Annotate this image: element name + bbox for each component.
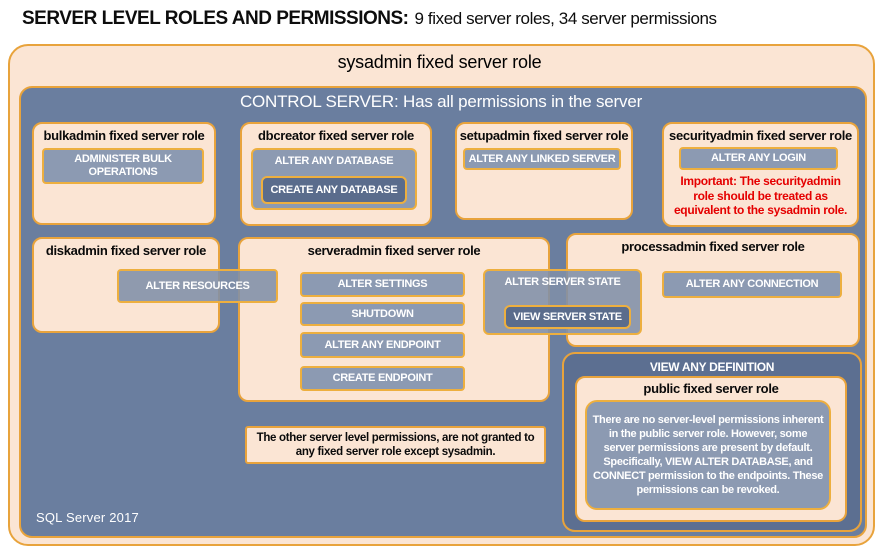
dbcreator-role-box: dbcreator fixed server role ALTER ANY DA… [240, 122, 432, 226]
bulkadmin-role-title: bulkadmin fixed server role [43, 128, 205, 143]
permission-alter-any-database-label: ALTER ANY DATABASE [274, 155, 394, 167]
page-title-main: SERVER LEVEL ROLES AND PERMISSIONS: [22, 8, 409, 29]
permission-alter-any-login: ALTER ANY LOGIN [679, 147, 838, 170]
permission-view-server-state: VIEW SERVER STATE [504, 305, 631, 329]
dbcreator-role-title: dbcreator fixed server role [258, 128, 414, 143]
public-role-box: public fixed server role There are no se… [575, 376, 847, 522]
permission-alter-any-linked-server: ALTER ANY LINKED SERVER [463, 148, 621, 170]
securityadmin-role-box: securityadmin fixed server role ALTER AN… [662, 122, 859, 227]
permission-administer-bulk-operations: ADMINISTER BULK OPERATIONS [42, 148, 204, 184]
permission-alter-any-connection: ALTER ANY CONNECTION [662, 271, 842, 298]
page-title-subtitle: 9 fixed server roles, 34 server permissi… [414, 9, 718, 28]
footnote-box: The other server level permissions, are … [245, 426, 546, 464]
setupadmin-role-box: setupadmin fixed server role ALTER ANY L… [455, 122, 633, 220]
permission-alter-any-database: ALTER ANY DATABASE CREATE ANY DATABASE [251, 148, 417, 210]
setupadmin-role-title: setupadmin fixed server role [459, 128, 629, 143]
control-server-title: CONTROL SERVER: Has all permissions in t… [239, 92, 643, 111]
permission-alter-resources: ALTER RESOURCES [117, 269, 278, 303]
permission-create-any-database: CREATE ANY DATABASE [261, 176, 407, 204]
view-any-definition-box: VIEW ANY DEFINITION public fixed server … [562, 352, 862, 532]
sql-server-version-label: SQL Server 2017 [36, 510, 139, 525]
permission-alter-server-state: ALTER SERVER STATE VIEW SERVER STATE [483, 269, 642, 335]
sysadmin-role-title: sysadmin fixed server role [337, 52, 542, 72]
public-role-description: There are no server-level permissions in… [585, 400, 831, 510]
permission-shutdown: SHUTDOWN [300, 302, 465, 326]
securityadmin-warning-text: Important: The securityadmin role should… [673, 174, 848, 217]
page-title: SERVER LEVEL ROLES AND PERMISSIONS: 9 fix… [22, 8, 717, 30]
permission-alter-server-state-label: ALTER SERVER STATE [504, 276, 621, 288]
permission-alter-any-endpoint: ALTER ANY ENDPOINT [300, 332, 465, 358]
bulkadmin-role-box: bulkadmin fixed server role ADMINISTER B… [32, 122, 216, 225]
permission-create-endpoint: CREATE ENDPOINT [300, 366, 465, 391]
processadmin-role-title: processadmin fixed server role [621, 239, 805, 254]
permission-alter-settings: ALTER SETTINGS [300, 272, 465, 297]
serveradmin-role-box: serveradmin fixed server role ALTER SETT… [238, 237, 550, 402]
permission-view-any-definition-label: VIEW ANY DEFINITION [649, 360, 775, 374]
public-role-title: public fixed server role [643, 381, 779, 396]
serveradmin-role-title: serveradmin fixed server role [307, 243, 481, 258]
securityadmin-role-title: securityadmin fixed server role [669, 128, 852, 143]
diskadmin-role-title: diskadmin fixed server role [45, 243, 207, 258]
